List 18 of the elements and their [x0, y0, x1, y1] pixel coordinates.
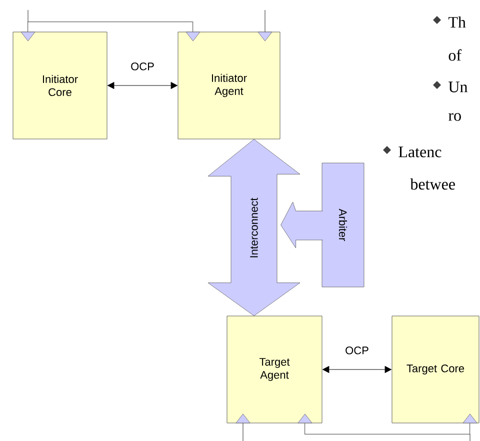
- edge-label: OCP: [131, 62, 154, 70]
- block-arrow: [280, 202, 323, 248]
- block-box: Target Agent: [226, 316, 322, 424]
- block-box: Initiator Agent: [178, 32, 280, 140]
- bullet-text: betwee: [410, 178, 455, 190]
- bullet-text: Latenc: [398, 146, 442, 158]
- bullet-text: of: [448, 49, 462, 61]
- bullet-text: Un: [448, 82, 468, 92]
- connector: [304, 422, 470, 434]
- edge-label: Interconnect: [250, 198, 258, 258]
- bullet-text: ro: [448, 113, 461, 121]
- arbiter-box: Arbiter: [322, 162, 364, 288]
- block-arrow: [208, 139, 300, 316]
- block-box: Initiator Core: [12, 32, 108, 140]
- bullet-text: Th: [448, 16, 466, 28]
- edge-label: OCP: [346, 346, 368, 354]
- connector: [28, 22, 194, 32]
- block-box: Target Core: [392, 316, 480, 424]
